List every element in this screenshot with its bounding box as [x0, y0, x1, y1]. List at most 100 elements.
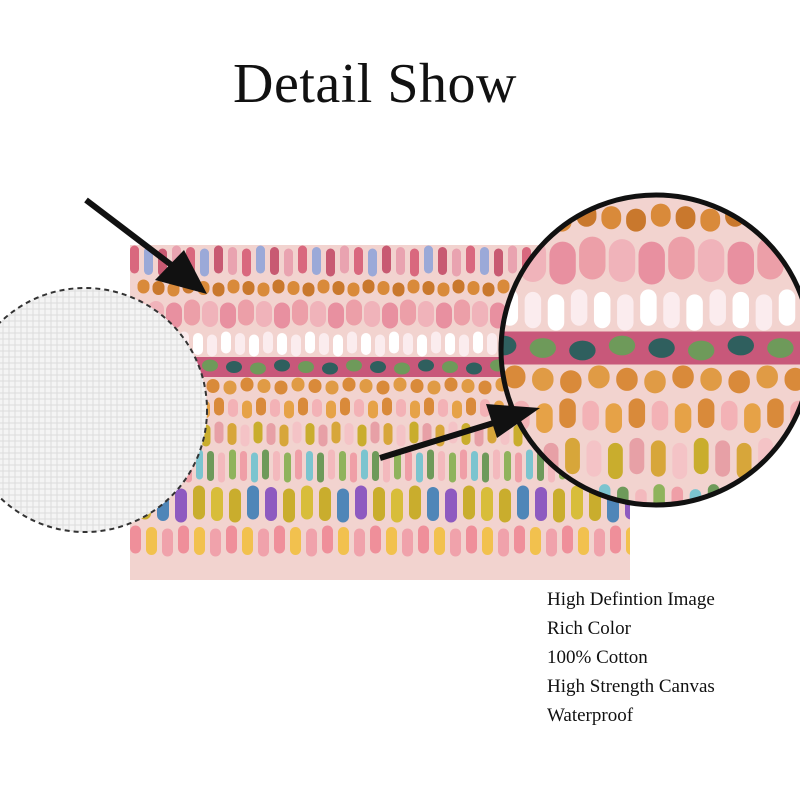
page-title: Detail Show: [233, 53, 517, 115]
paint-dot: [221, 331, 231, 354]
paint-dot: [317, 452, 324, 483]
paint-dot: [306, 451, 313, 481]
arrow-to-zoom: [379, 404, 540, 461]
paint-dot: [578, 527, 589, 555]
paint-dot: [193, 485, 205, 520]
paint-dot: [450, 528, 461, 557]
paint-dot: [302, 282, 315, 297]
paint-dot: [478, 380, 492, 395]
paint-dot: [178, 525, 189, 554]
paint-dot: [383, 423, 393, 445]
paint-dot: [214, 245, 223, 274]
feature-item: High Defintion Image: [547, 589, 715, 610]
paint-dot: [424, 245, 433, 274]
paint-dot: [487, 333, 497, 355]
paint-dot: [400, 299, 416, 326]
paint-dot: [721, 400, 738, 431]
paint-dot: [331, 421, 341, 444]
paint-dot: [394, 362, 410, 375]
paint-dot: [332, 281, 345, 295]
paint-dot: [370, 525, 381, 554]
paint-dot: [266, 423, 276, 445]
paint-dot: [427, 487, 439, 521]
paint-dot: [438, 399, 448, 417]
paint-dot: [193, 333, 203, 355]
feature-item: Waterproof: [547, 705, 634, 726]
paint-dot: [256, 397, 266, 416]
paint-dot: [392, 282, 405, 297]
paint-dot: [402, 528, 413, 557]
paint-dot: [688, 340, 715, 361]
paint-dot: [346, 299, 362, 326]
paint-dot: [535, 487, 547, 521]
paint-dot: [565, 437, 580, 475]
paint-dot: [605, 195, 621, 199]
paint-dot: [466, 362, 482, 375]
paint-dot: [211, 487, 223, 521]
paint-dot: [328, 449, 335, 480]
paint-dot: [287, 281, 300, 295]
paint-dot: [214, 421, 224, 444]
paint-dot: [698, 148, 713, 194]
paint-dot: [499, 488, 511, 523]
paint-dot: [459, 334, 469, 357]
paint-dot: [497, 279, 510, 294]
paint-dot: [212, 282, 225, 297]
paint-dot: [527, 206, 547, 230]
paint-dot: [357, 424, 367, 447]
paint-dot: [253, 421, 263, 444]
paint-dot: [227, 423, 237, 445]
paint-dot: [274, 380, 288, 395]
paint-dot: [247, 485, 259, 520]
paint-dot: [644, 370, 666, 394]
paint-dot: [410, 248, 419, 277]
paint-dot: [162, 528, 173, 557]
paint-dot: [640, 289, 657, 326]
paint-dot: [396, 424, 406, 447]
paint-dot: [569, 340, 596, 361]
paint-dot: [628, 398, 646, 429]
paint-dot: [242, 281, 255, 295]
paint-dot: [749, 206, 770, 230]
paint-dot: [635, 489, 647, 505]
paint-dot: [228, 399, 238, 417]
paint-dot: [532, 367, 554, 391]
paint-dot: [582, 195, 598, 197]
paint-dot: [767, 398, 784, 429]
paint-dot: [298, 397, 308, 416]
paint-dot: [340, 245, 349, 274]
feature-item: 100% Cotton: [547, 647, 648, 668]
paint-dot: [648, 338, 675, 358]
paint-dot: [461, 379, 475, 393]
paint-dot: [653, 484, 665, 505]
paint-dot: [473, 331, 483, 354]
paint-dot: [223, 380, 237, 395]
paint-dot: [322, 525, 333, 554]
paint-dot: [605, 403, 622, 433]
paint-dot: [370, 421, 380, 444]
feature-list: High Defintion Image Rich Color 100% Cot…: [547, 587, 715, 732]
paint-dot: [675, 206, 696, 230]
paint-dot: [207, 334, 217, 357]
paint-dot: [571, 485, 583, 520]
paint-dot: [588, 365, 610, 389]
paint-dot: [242, 527, 253, 555]
paint-dot: [326, 400, 336, 419]
paint-dot: [508, 245, 517, 274]
paint-dot: [559, 148, 574, 194]
paint-dot: [251, 452, 258, 483]
paint-dot: [725, 486, 738, 505]
paint-dot: [629, 148, 644, 194]
paint-dot: [460, 449, 467, 480]
paint-dot: [206, 379, 220, 393]
paint-dot: [536, 195, 552, 199]
paint-dot: [442, 361, 458, 373]
paint-dot: [438, 247, 447, 275]
paint-dot: [608, 239, 636, 282]
paint-dot: [235, 333, 245, 355]
paint-dot: [130, 245, 139, 274]
paint-dot: [393, 377, 407, 392]
paint-dot: [471, 451, 478, 481]
paint-dot: [238, 299, 254, 326]
paint-dot: [728, 370, 750, 394]
